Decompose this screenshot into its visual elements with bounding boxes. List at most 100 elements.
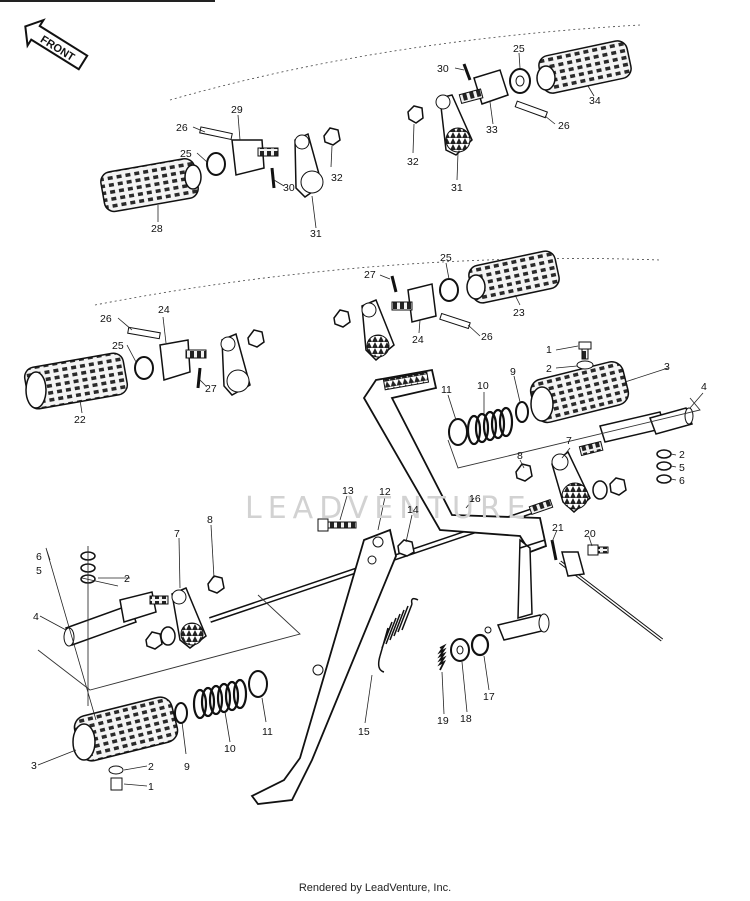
callout-4: 4 [33,611,39,623]
passenger-footpeg-22 [23,352,129,410]
front-arrow-icon: FRONT [24,18,89,71]
bracket-24-a [391,283,437,323]
nut-washers-right [592,477,627,500]
callout-16: 16 [469,493,481,505]
washer-25-a [509,68,531,94]
callout-2: 2 [546,363,552,375]
callout-7: 7 [566,435,572,447]
callout-25: 25 [513,43,525,55]
callout-8: 8 [517,450,523,462]
callout-12: 12 [379,486,391,498]
callout-5: 5 [679,462,685,474]
cotter-pin-27-a [390,275,398,293]
washer-2-d [108,765,124,775]
seal-17 [470,626,492,657]
rider-footpeg-right [529,361,630,424]
washer-25-b [206,152,226,176]
nut-32-a [407,105,424,124]
rider-bracket-left [119,591,169,623]
pin-26-b [199,126,233,141]
washer-9-a [515,401,529,423]
callout-1: 1 [546,344,552,356]
callout-21: 21 [552,522,564,534]
brake-pivot [496,613,550,641]
callout-30: 30 [283,182,295,194]
callout-25: 25 [180,148,192,160]
callout-24: 24 [412,334,424,346]
spring-10-a [466,406,514,446]
callout-3: 3 [31,760,37,772]
callout-1: 1 [148,781,154,793]
callout-7: 7 [174,528,180,540]
washer-2-a [576,360,594,370]
callout-32: 32 [331,172,343,184]
callout-19: 19 [437,715,449,727]
callout-4: 4 [701,381,707,393]
nut-passenger-a [247,329,265,348]
pin-26-d [127,326,161,340]
callout-8: 8 [207,514,213,526]
callout-26: 26 [100,313,112,325]
side-stand-12 [250,528,397,805]
callout-30: 30 [437,63,449,75]
passenger-footpeg-23 [466,250,560,304]
callout-13: 13 [342,485,354,497]
callout-23: 23 [513,307,525,319]
callout-2: 2 [124,573,130,585]
callout-26: 26 [481,331,493,343]
washer-25-c [439,278,459,302]
callout-26: 26 [558,120,570,132]
callout-2: 2 [679,449,685,461]
callout-9: 9 [184,761,190,773]
callout-3: 3 [664,361,670,373]
bolt-1-a [578,341,592,360]
cotter-pin-27-b [196,367,202,389]
bolt-1-b [110,777,123,791]
callout-20: 20 [584,528,596,540]
washer-18 [450,638,470,662]
callout-5: 5 [36,565,42,577]
bracket-24-b [159,339,207,381]
bolt-13 [317,518,357,532]
callout-10: 10 [224,743,236,755]
pin-26-c [439,312,471,330]
callout-33: 33 [486,124,498,136]
nut-32-b [323,127,341,146]
callout-14: 14 [407,504,419,516]
section-boundaries [94,24,661,306]
arm-passenger-b [361,299,395,362]
callout-24: 24 [158,304,170,316]
washer-11-b [248,670,268,698]
callout-34: 34 [589,95,601,107]
washer-11-a [448,418,468,446]
arm-31-b [294,132,324,198]
top-rule [0,0,215,2]
nut-8-b [207,575,225,594]
callout-25: 25 [112,340,124,352]
callout-6: 6 [679,475,685,487]
washer-9-b [174,702,188,724]
bracket-33 [458,69,509,105]
passenger-footpeg-right [536,40,632,94]
callout-6: 6 [36,551,42,563]
footpeg-shaft-4-a [649,407,694,435]
callout-18: 18 [460,713,472,725]
callout-32: 32 [407,156,419,168]
callout-9: 9 [510,366,516,378]
nut-passenger-b [333,309,351,328]
callout-28: 28 [151,223,163,235]
nut-8-a [515,463,533,482]
nut-14 [397,539,415,557]
callout-11: 11 [262,726,273,738]
callout-15: 15 [358,726,370,738]
bracket-29 [231,139,279,176]
arm-31-a [435,94,473,156]
callout-27: 27 [364,269,376,281]
callout-27: 27 [205,383,217,395]
callout-10: 10 [477,380,489,392]
bolt-20 [587,544,609,556]
leader-lines [37,52,704,787]
rider-footpeg-left [72,696,179,762]
callout-2: 2 [148,761,154,773]
